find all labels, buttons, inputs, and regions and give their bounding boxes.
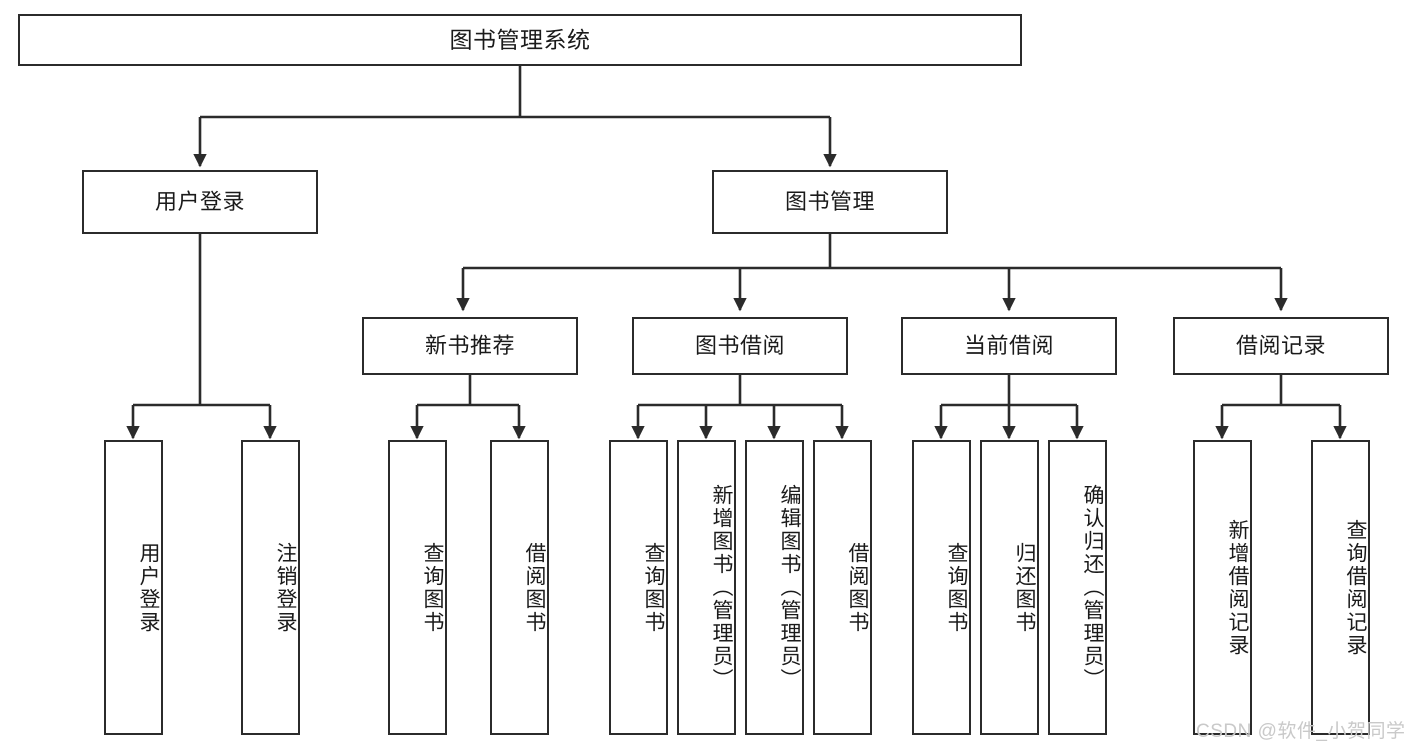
node-leaf-query-book-1-label: 查询图书 bbox=[421, 541, 444, 634]
node-leaf-return-book-label: 归还图书 bbox=[1013, 541, 1036, 634]
node-borrow-record-label: 借阅记录 bbox=[1235, 333, 1326, 359]
watermark-text: CSDN @软件_小贺同学 bbox=[1196, 721, 1405, 742]
node-leaf-edit-book-label: 编辑图书（管理员） bbox=[778, 484, 801, 691]
node-leaf-query-book-2[interactable]: 查询图书 bbox=[609, 440, 668, 735]
node-leaf-borrow-book-2[interactable]: 借阅图书 bbox=[813, 440, 872, 735]
node-leaf-borrow-book-2-label: 借阅图书 bbox=[846, 541, 869, 634]
node-book-borrow[interactable]: 图书借阅 bbox=[632, 317, 848, 375]
node-leaf-query-book-2-label: 查询图书 bbox=[642, 541, 665, 634]
node-leaf-add-book[interactable]: 新增图书（管理员） bbox=[677, 440, 736, 735]
node-leaf-query-record-label: 查询借阅记录 bbox=[1344, 518, 1367, 657]
node-leaf-query-record[interactable]: 查询借阅记录 bbox=[1311, 440, 1370, 735]
node-new-book-recommend-label: 新书推荐 bbox=[424, 333, 515, 359]
node-new-book-recommend[interactable]: 新书推荐 bbox=[362, 317, 578, 375]
node-book-manage-label: 图书管理 bbox=[784, 189, 875, 215]
node-leaf-borrow-book-1[interactable]: 借阅图书 bbox=[490, 440, 549, 735]
node-leaf-edit-book[interactable]: 编辑图书（管理员） bbox=[745, 440, 804, 735]
node-leaf-logout-login-label: 注销登录 bbox=[274, 541, 297, 634]
node-current-borrow-label: 当前借阅 bbox=[963, 333, 1054, 359]
node-leaf-add-record-label: 新增借阅记录 bbox=[1226, 518, 1249, 657]
node-leaf-user-login[interactable]: 用户登录 bbox=[104, 440, 163, 735]
node-leaf-add-book-label: 新增图书（管理员） bbox=[710, 484, 733, 691]
node-leaf-query-book-3[interactable]: 查询图书 bbox=[912, 440, 971, 735]
node-leaf-logout-login[interactable]: 注销登录 bbox=[241, 440, 300, 735]
node-leaf-confirm-return-label: 确认归还（管理员） bbox=[1081, 484, 1104, 691]
node-user-login[interactable]: 用户登录 bbox=[82, 170, 318, 234]
node-root[interactable]: 图书管理系统 bbox=[18, 14, 1022, 66]
node-leaf-return-book[interactable]: 归还图书 bbox=[980, 440, 1039, 735]
node-leaf-user-login-label: 用户登录 bbox=[137, 541, 160, 634]
node-book-manage[interactable]: 图书管理 bbox=[712, 170, 948, 234]
node-user-login-label: 用户登录 bbox=[154, 189, 245, 215]
node-root-label: 图书管理系统 bbox=[449, 26, 591, 53]
node-leaf-add-record[interactable]: 新增借阅记录 bbox=[1193, 440, 1252, 735]
node-leaf-query-book-3-label: 查询图书 bbox=[945, 541, 968, 634]
node-leaf-query-book-1[interactable]: 查询图书 bbox=[388, 440, 447, 735]
node-leaf-confirm-return[interactable]: 确认归还（管理员） bbox=[1048, 440, 1107, 735]
node-leaf-borrow-book-1-label: 借阅图书 bbox=[523, 541, 546, 634]
node-borrow-record[interactable]: 借阅记录 bbox=[1173, 317, 1389, 375]
node-current-borrow[interactable]: 当前借阅 bbox=[901, 317, 1117, 375]
node-book-borrow-label: 图书借阅 bbox=[694, 333, 785, 359]
